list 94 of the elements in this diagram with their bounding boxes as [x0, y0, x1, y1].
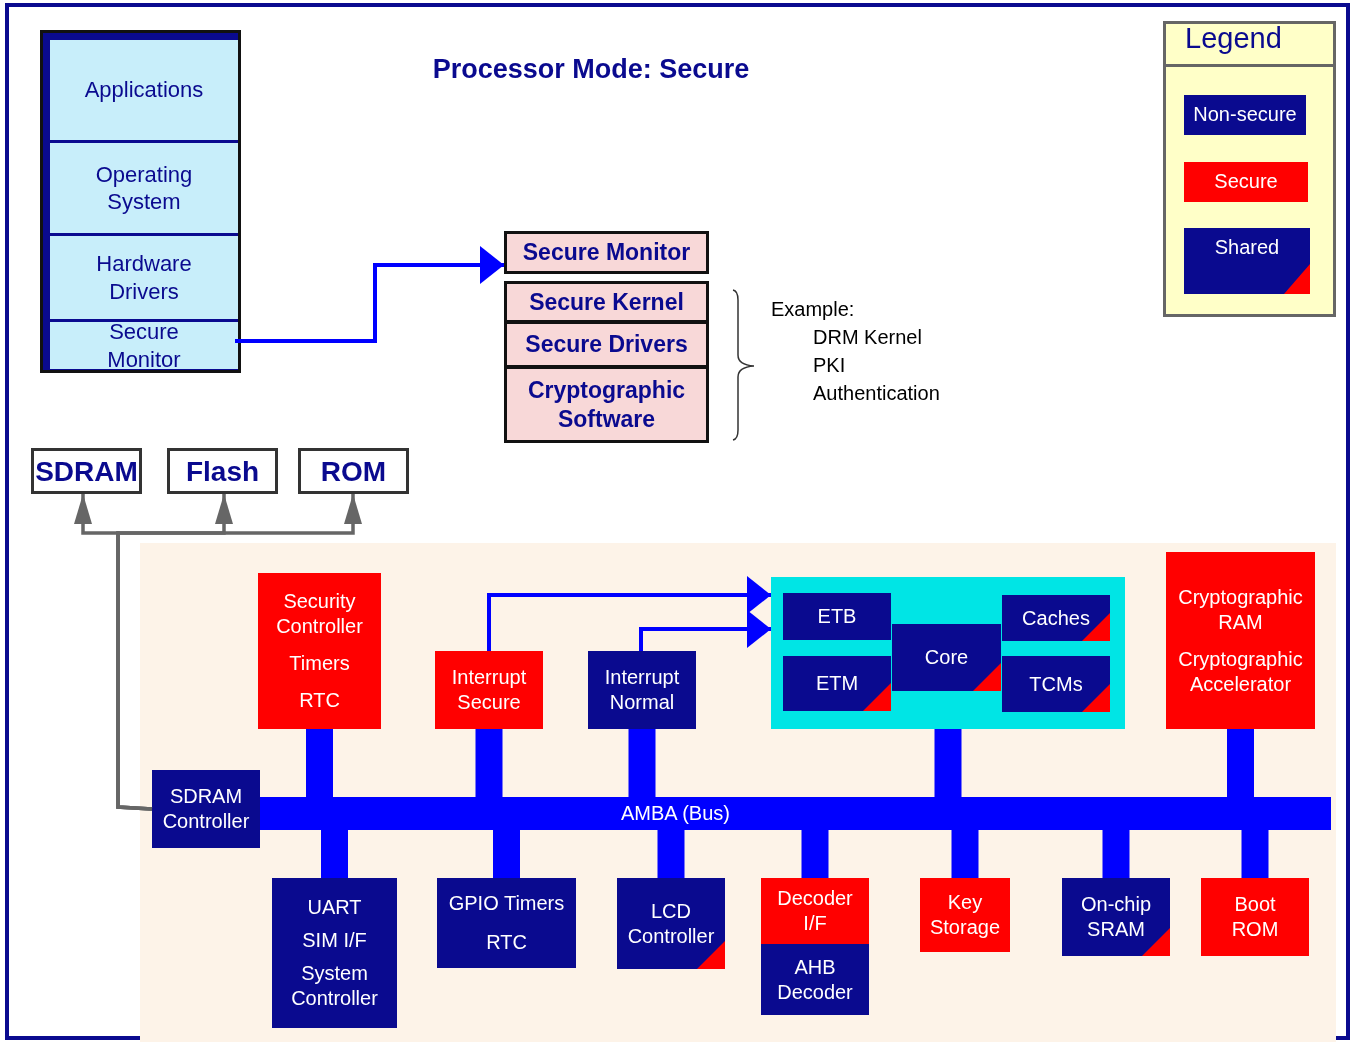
- layer-box: [50, 40, 238, 140]
- legend-text: Non-secure: [1193, 103, 1297, 125]
- memory-box: [298, 448, 409, 494]
- core-cluster-box: [771, 577, 1125, 729]
- block-label: Decoder I/F: [776, 886, 854, 936]
- bus-connector: [801, 830, 829, 878]
- arrow: [235, 246, 504, 343]
- component-box: [892, 624, 1001, 691]
- block-label: Cryptographic Software: [526, 375, 687, 434]
- block-label: SIM I/F: [301, 928, 368, 953]
- block-label: Core: [923, 645, 970, 670]
- legend-text: Shared: [1214, 236, 1280, 258]
- component-box: [1062, 878, 1170, 956]
- bus-connector: [306, 729, 333, 797]
- component-box: [783, 656, 891, 711]
- arrow: [639, 610, 771, 651]
- layer-box: [50, 236, 238, 319]
- block-label: Caches: [1021, 605, 1091, 631]
- bus-connector: [657, 830, 685, 878]
- block-label: Secure Monitor: [106, 318, 182, 373]
- arrow: [116, 494, 362, 811]
- software-box: [504, 231, 709, 274]
- block-label: Interrupt Secure: [450, 665, 528, 715]
- chip-background: [140, 543, 1336, 1042]
- component-box: [588, 651, 696, 729]
- note-text: PKI: [813, 354, 846, 377]
- block-label: Secure Kernel: [528, 287, 685, 317]
- diagram-title: Processor Mode: Secure: [431, 54, 751, 85]
- memory-box: [31, 448, 142, 494]
- block-label: Cryptographic RAM: [1177, 584, 1304, 635]
- block-label: SDRAM Controller: [161, 784, 251, 834]
- block-label: GPIO Timers: [447, 891, 566, 916]
- note-text: Authentication: [813, 382, 940, 405]
- component-box: [437, 878, 576, 968]
- block-label: Interrupt Normal: [603, 665, 681, 715]
- component-box: [761, 944, 869, 1015]
- software-box: [504, 321, 709, 368]
- component-box: [617, 878, 725, 969]
- block-label: SDRAM: [34, 454, 139, 489]
- component-box: [1166, 552, 1315, 729]
- bus-connector: [493, 830, 520, 878]
- block-label: AHB Decoder: [776, 954, 854, 1005]
- block-label: RTC: [485, 930, 528, 955]
- component-box: [761, 878, 869, 944]
- bus-connector: [628, 729, 656, 797]
- bus-bar: [260, 797, 1331, 830]
- component-box: [435, 651, 543, 729]
- layer-box: [50, 143, 238, 233]
- block-label: Flash: [184, 454, 261, 489]
- arrow: [487, 576, 771, 651]
- component-box: [152, 770, 260, 848]
- block-label: RTC: [298, 688, 341, 713]
- block-label: TCMs: [1028, 671, 1084, 697]
- block-label: Security Controller: [275, 589, 364, 639]
- block-label: Secure Monitor: [521, 238, 692, 267]
- bus-connector: [1227, 729, 1254, 797]
- component-box: [783, 593, 891, 640]
- block-label: On-chip SRAM: [1080, 892, 1152, 942]
- block-label: Hardware Drivers: [95, 250, 193, 305]
- block-label: System Controller: [290, 961, 379, 1011]
- block-label: LCD Controller: [626, 898, 716, 949]
- block-label: Key Storage: [928, 890, 1002, 940]
- bus-connector: [1102, 830, 1130, 878]
- block-label: ROM: [319, 454, 388, 489]
- block-label: Operating System: [94, 160, 194, 216]
- legend-title: Legend: [1185, 22, 1282, 55]
- block-label: Applications: [83, 76, 205, 104]
- software-box: [504, 366, 709, 443]
- block-label: UART: [306, 895, 363, 920]
- bus-connector: [934, 729, 962, 797]
- component-box: [1201, 878, 1309, 956]
- note-text: Example:: [771, 298, 855, 321]
- bus-connector: [951, 830, 979, 878]
- component-box: [920, 878, 1010, 952]
- software-box: [504, 281, 709, 323]
- component-box: [258, 573, 381, 729]
- software-stack-frame: [40, 30, 241, 373]
- block-label: Cryptographic Accelerator: [1177, 646, 1304, 697]
- block-label: Secure Drivers: [524, 330, 689, 359]
- block-label: Boot ROM: [1230, 892, 1280, 942]
- legend-text: Secure: [1214, 170, 1278, 192]
- bus-connector: [321, 830, 348, 878]
- layer-box: [50, 322, 238, 369]
- component-box: [1002, 656, 1110, 712]
- bus-connector: [475, 729, 503, 797]
- bus-connector: [1241, 830, 1269, 878]
- component-box: [1002, 595, 1110, 641]
- block-label: ETB: [816, 604, 858, 629]
- bus-label: AMBA (Bus): [620, 801, 731, 826]
- block-label: Timers: [288, 651, 351, 676]
- note-text: DRM Kernel: [813, 326, 922, 349]
- component-box: [272, 878, 397, 1028]
- block-label: ETM: [814, 671, 860, 696]
- memory-box: [167, 448, 278, 494]
